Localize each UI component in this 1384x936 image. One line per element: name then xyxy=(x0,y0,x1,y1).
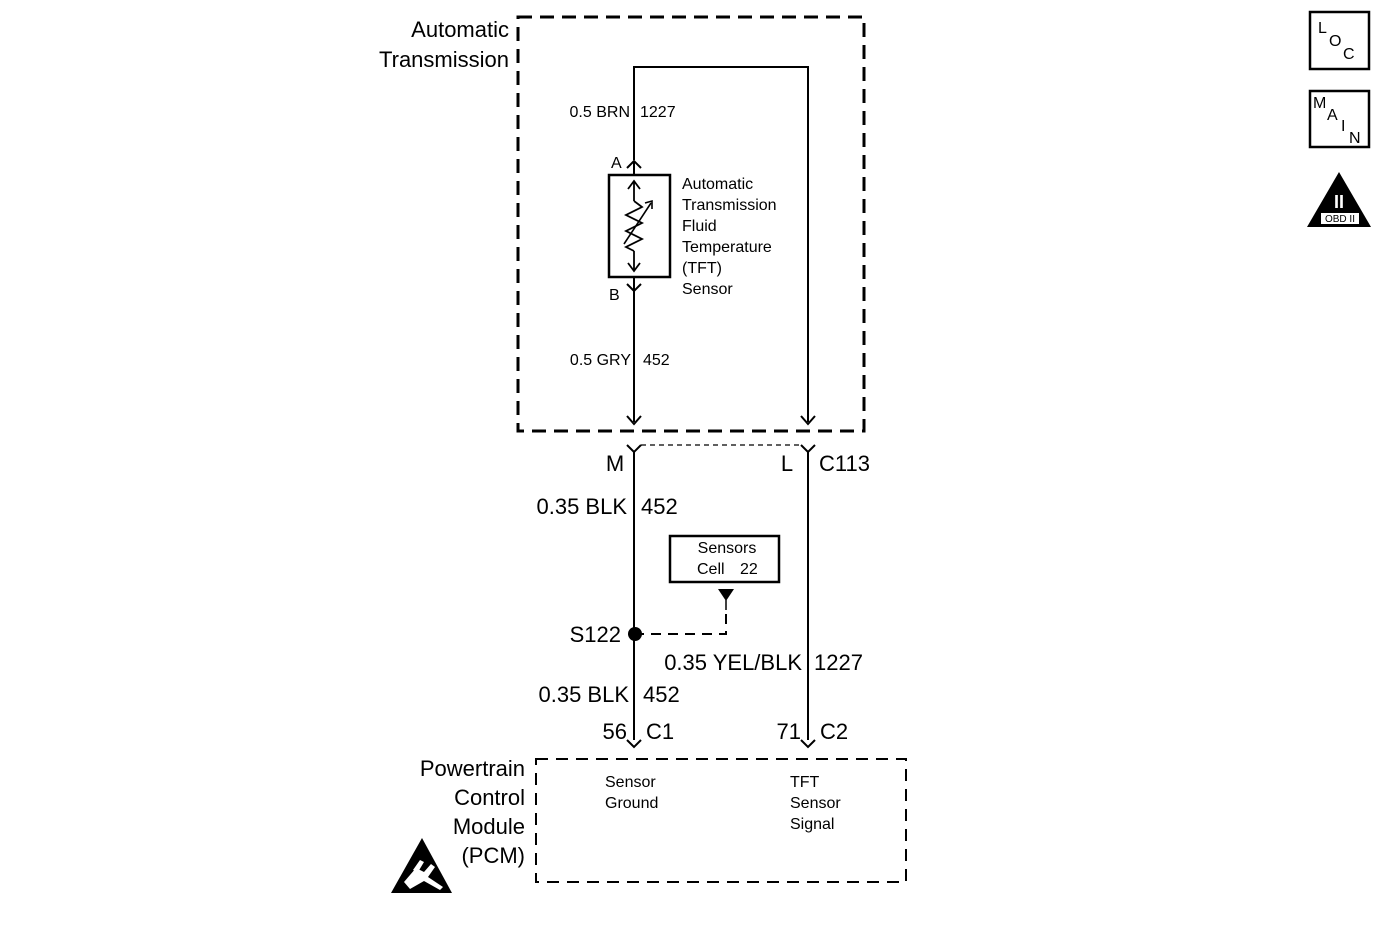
sensor-name-line3: Fluid xyxy=(682,218,717,235)
pcm-title-line3: Module xyxy=(453,814,525,839)
wire-top-label: 0.5 BRN xyxy=(570,104,630,121)
pcm-title-line2: Control xyxy=(454,785,525,810)
main-letter-a: A xyxy=(1327,107,1338,124)
tft-sensor-variable-arrow xyxy=(623,202,652,245)
tft-sensor-resistor xyxy=(623,200,645,252)
tft-sensor-body xyxy=(607,173,672,279)
c113-l-female xyxy=(800,444,816,454)
sensors-cell-reference[interactable] xyxy=(668,534,781,584)
wire-top-circuit: 1227 xyxy=(640,104,676,121)
tft-sensor-arrow-up xyxy=(627,179,641,190)
sensors-cell-line2: Cell xyxy=(697,561,725,578)
c113-pin-l: L xyxy=(781,451,793,476)
pcm-title-line4: (PCM) xyxy=(461,843,525,868)
c113-m-male xyxy=(626,415,642,426)
esd-warning-icon xyxy=(391,838,452,893)
main-letter-i: I xyxy=(1341,118,1345,135)
sensors-cell-number: 22 xyxy=(740,561,758,578)
c113-pin-m: M xyxy=(606,451,624,476)
main-letter-n: N xyxy=(1349,130,1361,147)
sensor-pin-a: A xyxy=(611,155,622,172)
main-button[interactable]: M A I N xyxy=(1308,89,1371,149)
wire-1227-top-loop xyxy=(633,66,809,422)
ground-reference-marker xyxy=(718,589,734,601)
pcm-boundary xyxy=(535,758,907,883)
pcm-signal-line1: TFT xyxy=(790,774,820,791)
sensor-name-line2: Transmission xyxy=(682,197,777,214)
obd-ii-icon[interactable]: II OBD II xyxy=(1307,172,1371,227)
sensor-pin-b: B xyxy=(609,287,620,304)
loc-button[interactable]: L O C xyxy=(1308,10,1371,71)
wire-yel-circuit: 1227 xyxy=(814,650,863,675)
sensor-name-line4: Temperature xyxy=(682,239,772,256)
c2-pin-number: 71 xyxy=(777,719,801,744)
pcm-ground-line1: Sensor xyxy=(605,774,656,791)
c113-l-male xyxy=(800,415,816,426)
transmission-boundary xyxy=(516,15,866,433)
pcm-signal-line3: Signal xyxy=(790,816,834,833)
tft-sensor-variable-arrow-head xyxy=(644,199,653,209)
pcm-ground-line2: Ground xyxy=(605,795,658,812)
transmission-title-line1: Automatic xyxy=(411,17,509,42)
c113-m-female xyxy=(626,444,642,454)
wire-mid-label: 0.5 GRY xyxy=(570,352,631,369)
c113-name: C113 xyxy=(819,451,870,476)
c2-label: C2 xyxy=(820,719,848,744)
ground-reference-dashed-lead xyxy=(638,614,727,635)
loc-letter-c: C xyxy=(1343,46,1355,63)
loc-letter-l: L xyxy=(1318,20,1327,37)
c1-label: C1 xyxy=(646,719,674,744)
wire-blk-upper-label: 0.35 BLK xyxy=(536,494,627,519)
splice-label: S122 xyxy=(570,622,621,647)
wire-blk-lower-label: 0.35 BLK xyxy=(538,682,629,707)
loc-letter-o: O xyxy=(1329,33,1341,50)
main-letter-m: M xyxy=(1313,95,1326,112)
obd-text: OBD II xyxy=(1325,214,1355,225)
c2-pin-71-terminal xyxy=(800,739,816,749)
sensor-name-line6: Sensor xyxy=(682,281,733,298)
wire-yel-label: 0.35 YEL/BLK xyxy=(664,650,802,675)
sensors-cell-line1: Sensors xyxy=(698,540,757,557)
splice-s122 xyxy=(628,627,642,641)
wire-mid-circuit: 452 xyxy=(643,352,670,369)
c1-pin-56-terminal xyxy=(626,739,642,749)
pcm-signal-line2: Sensor xyxy=(790,795,841,812)
c1-pin-number: 56 xyxy=(603,719,627,744)
sensor-name-line1: Automatic xyxy=(682,176,753,193)
wire-blk-upper-circuit: 452 xyxy=(641,494,678,519)
tft-sensor-arrow-down xyxy=(627,262,641,273)
transmission-title-line2: Transmission xyxy=(379,47,509,72)
obd-numeral: II xyxy=(1334,192,1344,212)
wire-blk-lower-circuit: 452 xyxy=(643,682,680,707)
sensor-name-line5: (TFT) xyxy=(682,260,722,277)
pcm-title-line1: Powertrain xyxy=(420,756,525,781)
tft-sensor-symbol xyxy=(607,173,672,279)
